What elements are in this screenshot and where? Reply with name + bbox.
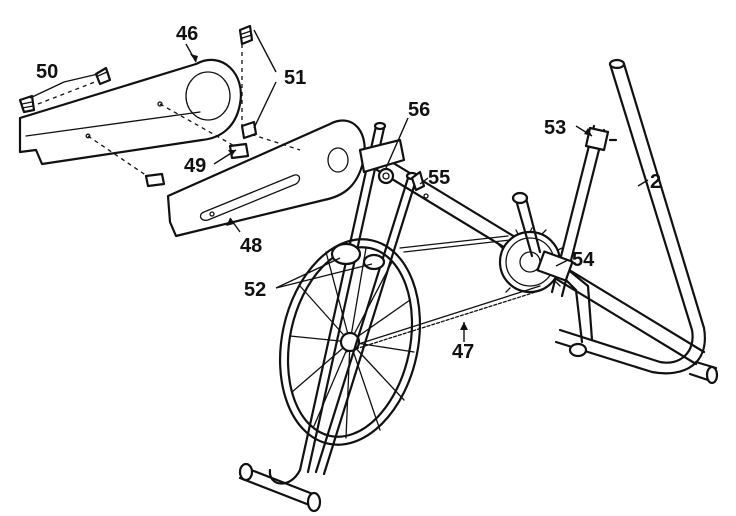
callout-2: 2 <box>650 171 661 193</box>
callout-labels: 46 50 51 49 48 56 55 53 2 54 52 47 <box>36 23 661 363</box>
rear-frame-part-2 <box>554 58 719 385</box>
drive-chain-part-47 <box>345 235 543 353</box>
callout-50: 50 <box>36 61 58 83</box>
clip-nut-49-lower <box>144 172 166 188</box>
screw-50-right <box>94 66 112 86</box>
front-wheel <box>278 238 422 446</box>
callout-52: 52 <box>244 279 266 301</box>
chain-guard-outer-part-46 <box>18 58 243 166</box>
wheel-spokes <box>289 247 415 439</box>
callout-47: 47 <box>452 341 474 363</box>
leader-lines <box>29 29 649 342</box>
callout-49: 49 <box>184 155 206 177</box>
callout-55: 55 <box>428 167 450 189</box>
callout-53: 53 <box>544 117 566 139</box>
screw-50-left <box>18 94 36 114</box>
crank-assembly-part-54 <box>497 191 594 358</box>
front-fork-part-52 <box>238 121 419 513</box>
screw-51-top <box>238 24 254 46</box>
callout-56: 56 <box>408 99 430 121</box>
head-hardware-parts-55-56 <box>358 138 429 199</box>
callout-48: 48 <box>240 235 262 257</box>
callout-51: 51 <box>284 67 306 89</box>
callout-54: 54 <box>572 249 595 271</box>
screw-51-bottom <box>240 120 258 140</box>
leader-arrowheads <box>190 54 592 330</box>
callout-46: 46 <box>176 23 198 45</box>
